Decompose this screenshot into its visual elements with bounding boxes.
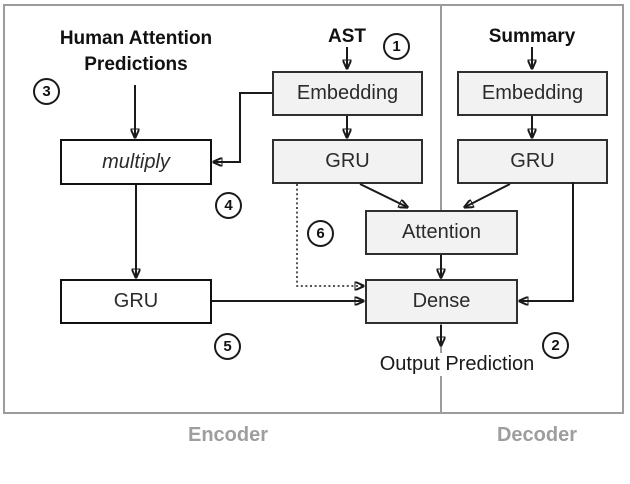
ast-label: AST [328, 26, 366, 47]
output-prediction-label: Output Prediction [356, 353, 558, 376]
step-marker-1: 1 [383, 33, 410, 60]
encoder-second-gru-box: GRU [60, 279, 212, 324]
human-attention-line2: Predictions [84, 53, 188, 75]
attention-box: Attention [365, 210, 518, 255]
step-marker-5: 5 [214, 333, 241, 360]
step-marker-4: 4 [215, 192, 242, 219]
encoder-gru-box: GRU [272, 139, 423, 184]
human-attention-line1: Human Attention [59, 28, 213, 49]
step-marker-2: 2 [542, 332, 569, 359]
dense-box: Dense [365, 279, 518, 324]
step-marker-6: 6 [307, 220, 334, 247]
decoder-gru-box: GRU [457, 139, 608, 184]
human-attention-predictions-label: Human Attention Predictions [36, 26, 236, 77]
summary-label: Summary [488, 26, 576, 47]
multiply-box: multiply [60, 139, 212, 185]
encoder-decoder-divider [440, 4, 442, 414]
encoder-section-label: Encoder [187, 424, 269, 446]
decoder-embedding-box: Embedding [457, 71, 608, 116]
encoder-embedding-box: Embedding [272, 71, 423, 116]
step-marker-3: 3 [33, 78, 60, 105]
decoder-section-label: Decoder [496, 424, 578, 446]
